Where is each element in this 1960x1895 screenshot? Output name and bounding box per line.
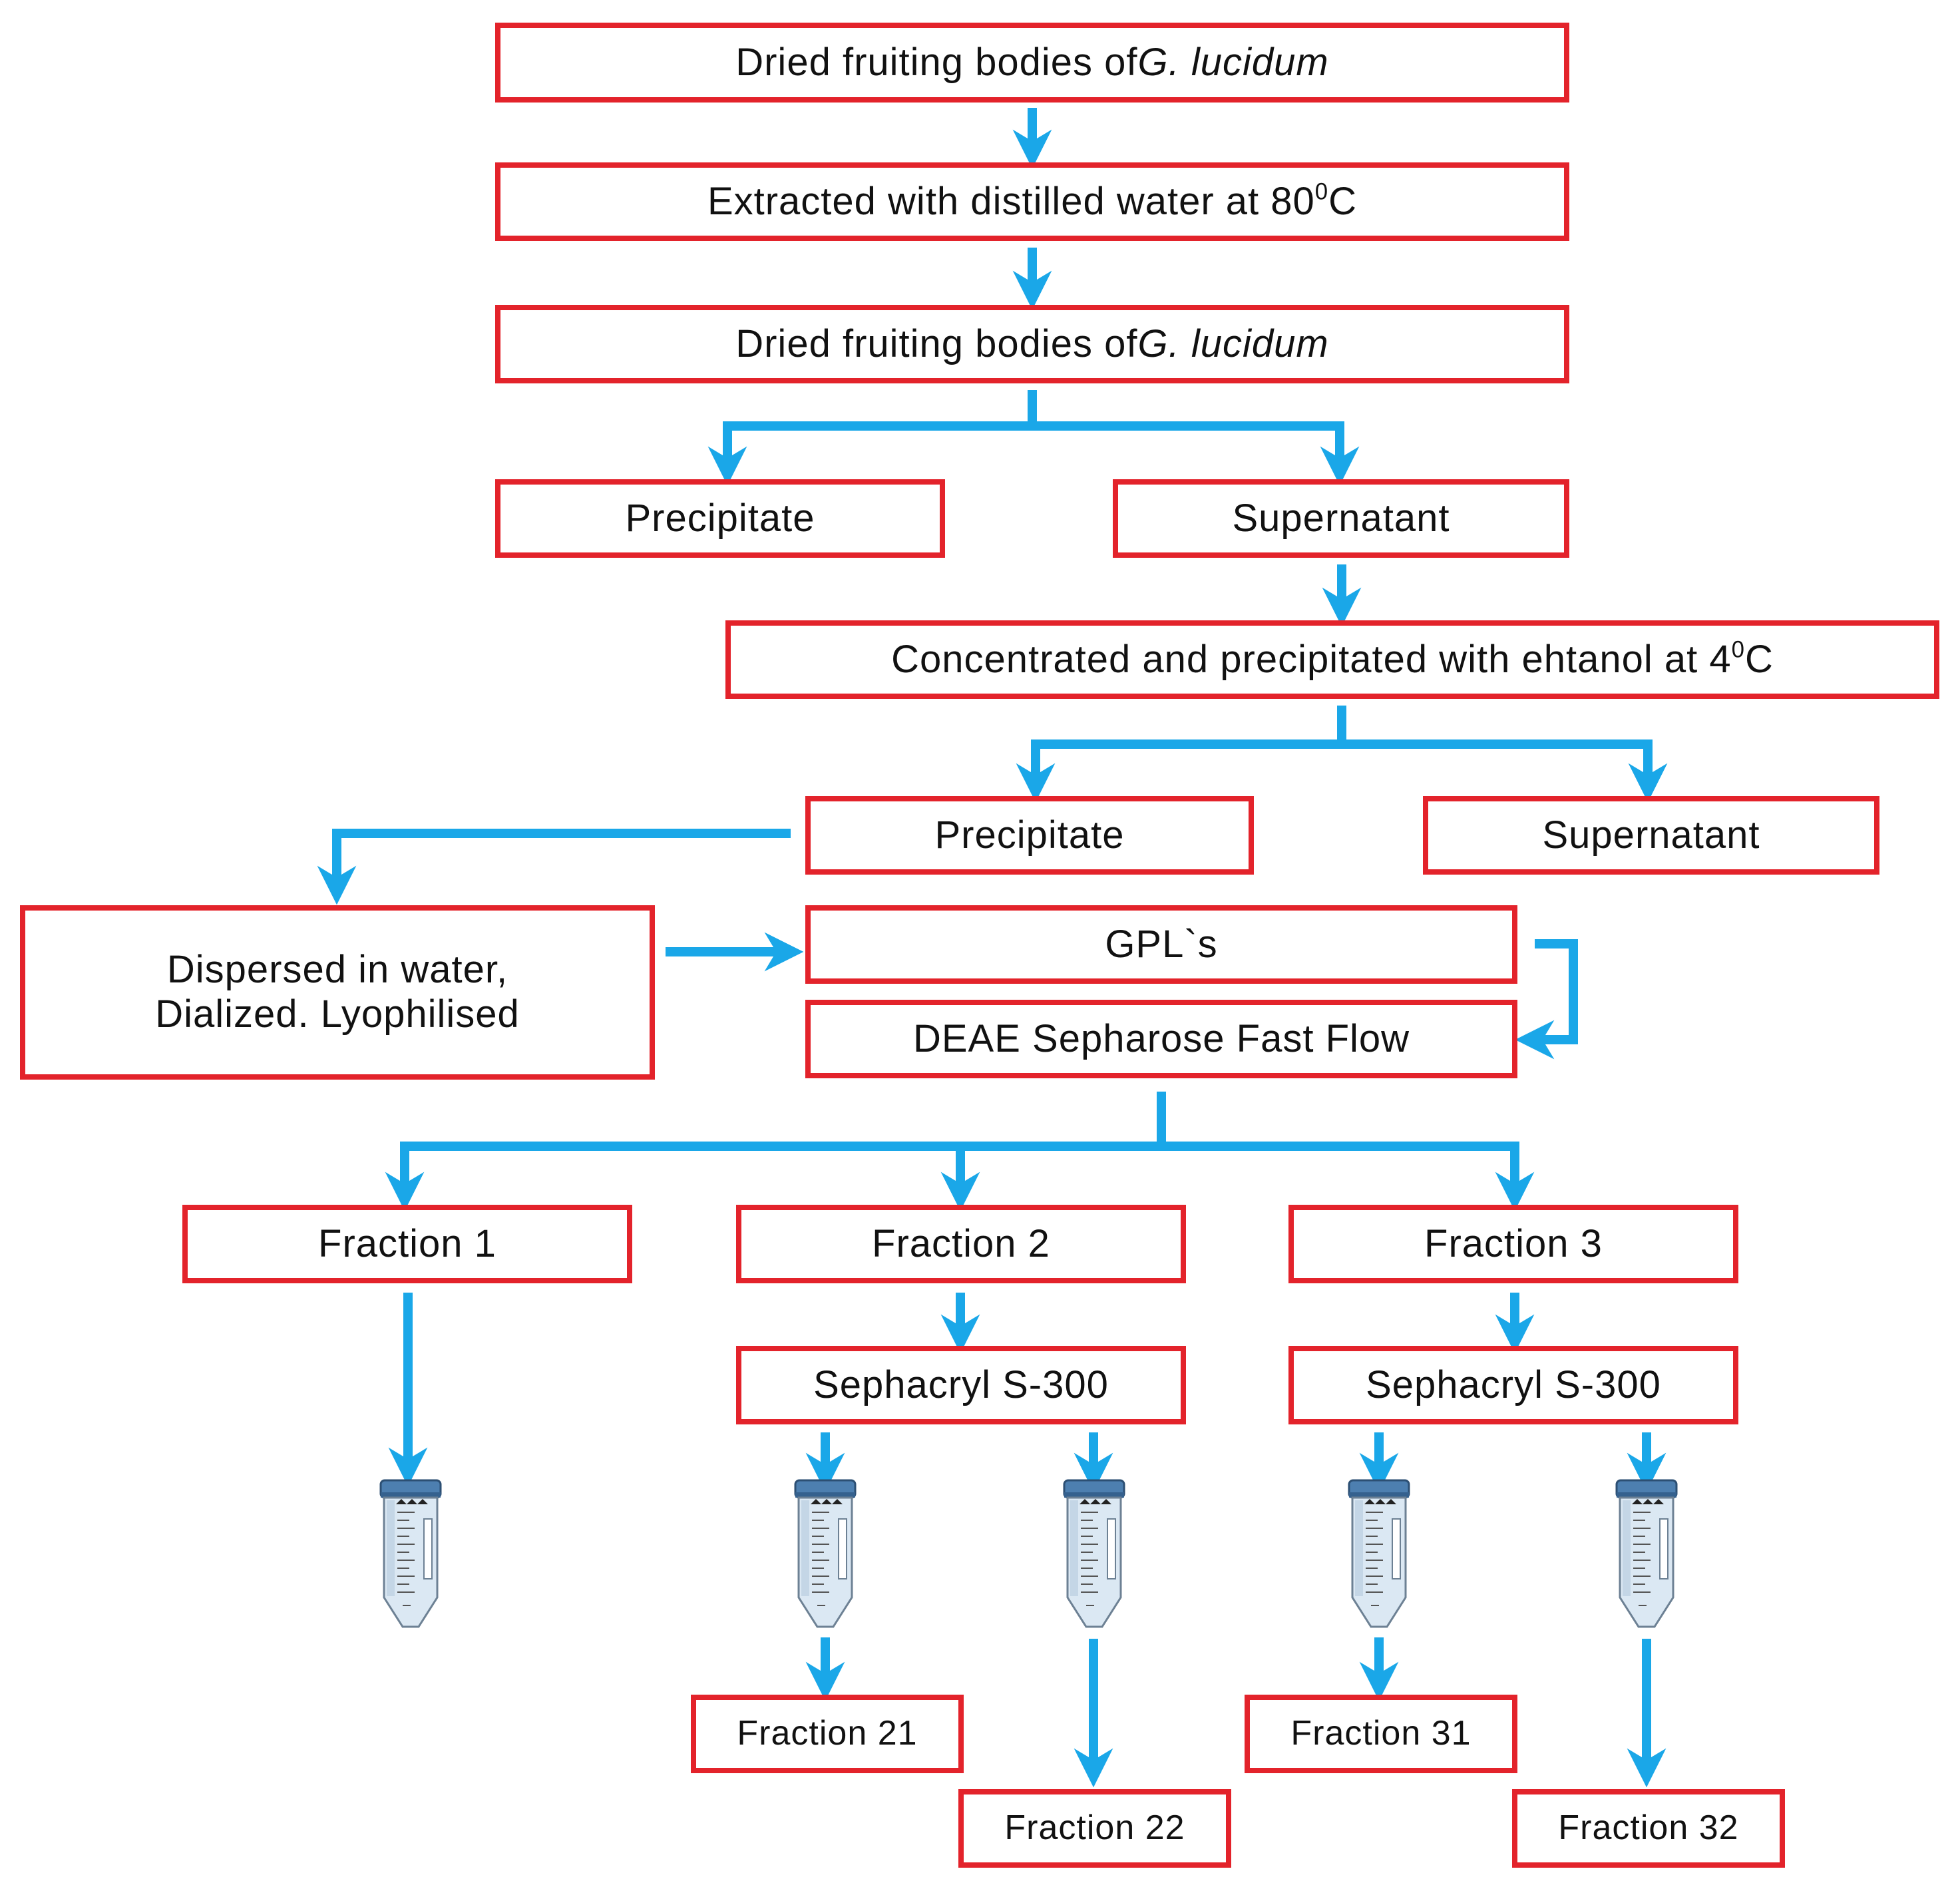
step-fraction-3: Fraction 3	[1288, 1205, 1738, 1283]
step-gpls: GPL`s	[805, 905, 1517, 984]
step-concentrated-precipitated-ethanol: Concentrated and precipitated with ehtan…	[725, 620, 1939, 699]
step-precipitate-1: Precipitate	[495, 479, 945, 558]
tube-fraction-1-icon	[379, 1479, 442, 1628]
step-fraction-32: Fraction 32	[1512, 1789, 1785, 1868]
step-deae-sepharose: DEAE Sepharose Fast Flow	[805, 1000, 1517, 1078]
arrow-to-fraction-3	[1161, 1142, 1535, 1211]
arrow-to-fraction-2	[940, 1142, 1161, 1211]
tube-fraction-21-icon	[794, 1479, 857, 1628]
step-dried-fruiting-bodies-1: Dried fruiting bodies of G. lucidum	[495, 23, 1569, 103]
step-fraction-2: Fraction 2	[736, 1205, 1186, 1283]
step-sephacryl-fraction-3: Sephacryl S-300	[1288, 1346, 1738, 1424]
step-supernatant-2: Supernatant	[1423, 796, 1879, 875]
species-name: G. lucidum	[1137, 40, 1329, 84]
arrow-precipitate-to-dispersed	[317, 829, 791, 905]
step-sephacryl-fraction-2: Sephacryl S-300	[736, 1346, 1186, 1424]
step-dried-fruiting-bodies-2: Dried fruiting bodies of G. lucidum	[495, 305, 1569, 383]
arrow-to-supernatant-1	[1032, 421, 1360, 486]
step-fraction-21: Fraction 21	[691, 1695, 964, 1773]
step-fraction-22: Fraction 22	[958, 1789, 1231, 1868]
dispersed-line-1: Dispersed in water,	[166, 948, 508, 992]
arrow-gpls-to-deae	[1515, 939, 1578, 1060]
step-precipitate-2: Precipitate	[805, 796, 1254, 875]
step-extracted-with-water: Extracted with distilled water at 800C	[495, 162, 1569, 241]
arrow-to-supernatant-2	[1342, 739, 1668, 803]
dispersed-line-2: Dialized. Lyophilised	[155, 992, 520, 1036]
tube-fraction-22-icon	[1063, 1479, 1125, 1628]
step-dispersed-dialized-lyophilised: Dispersed in water, Dialized. Lyophilise…	[20, 905, 655, 1080]
step-fraction-1: Fraction 1	[182, 1205, 632, 1283]
tube-fraction-31-icon	[1348, 1479, 1410, 1628]
step-fraction-31: Fraction 31	[1245, 1695, 1517, 1773]
species-name: G. lucidum	[1137, 321, 1329, 365]
arrow-to-precipitate-2	[1016, 739, 1342, 803]
arrow-to-fraction-1	[385, 1142, 1161, 1211]
arrow-to-precipitate-1	[707, 421, 1032, 486]
tube-fraction-32-icon	[1615, 1479, 1678, 1628]
step-supernatant-1: Supernatant	[1113, 479, 1569, 558]
